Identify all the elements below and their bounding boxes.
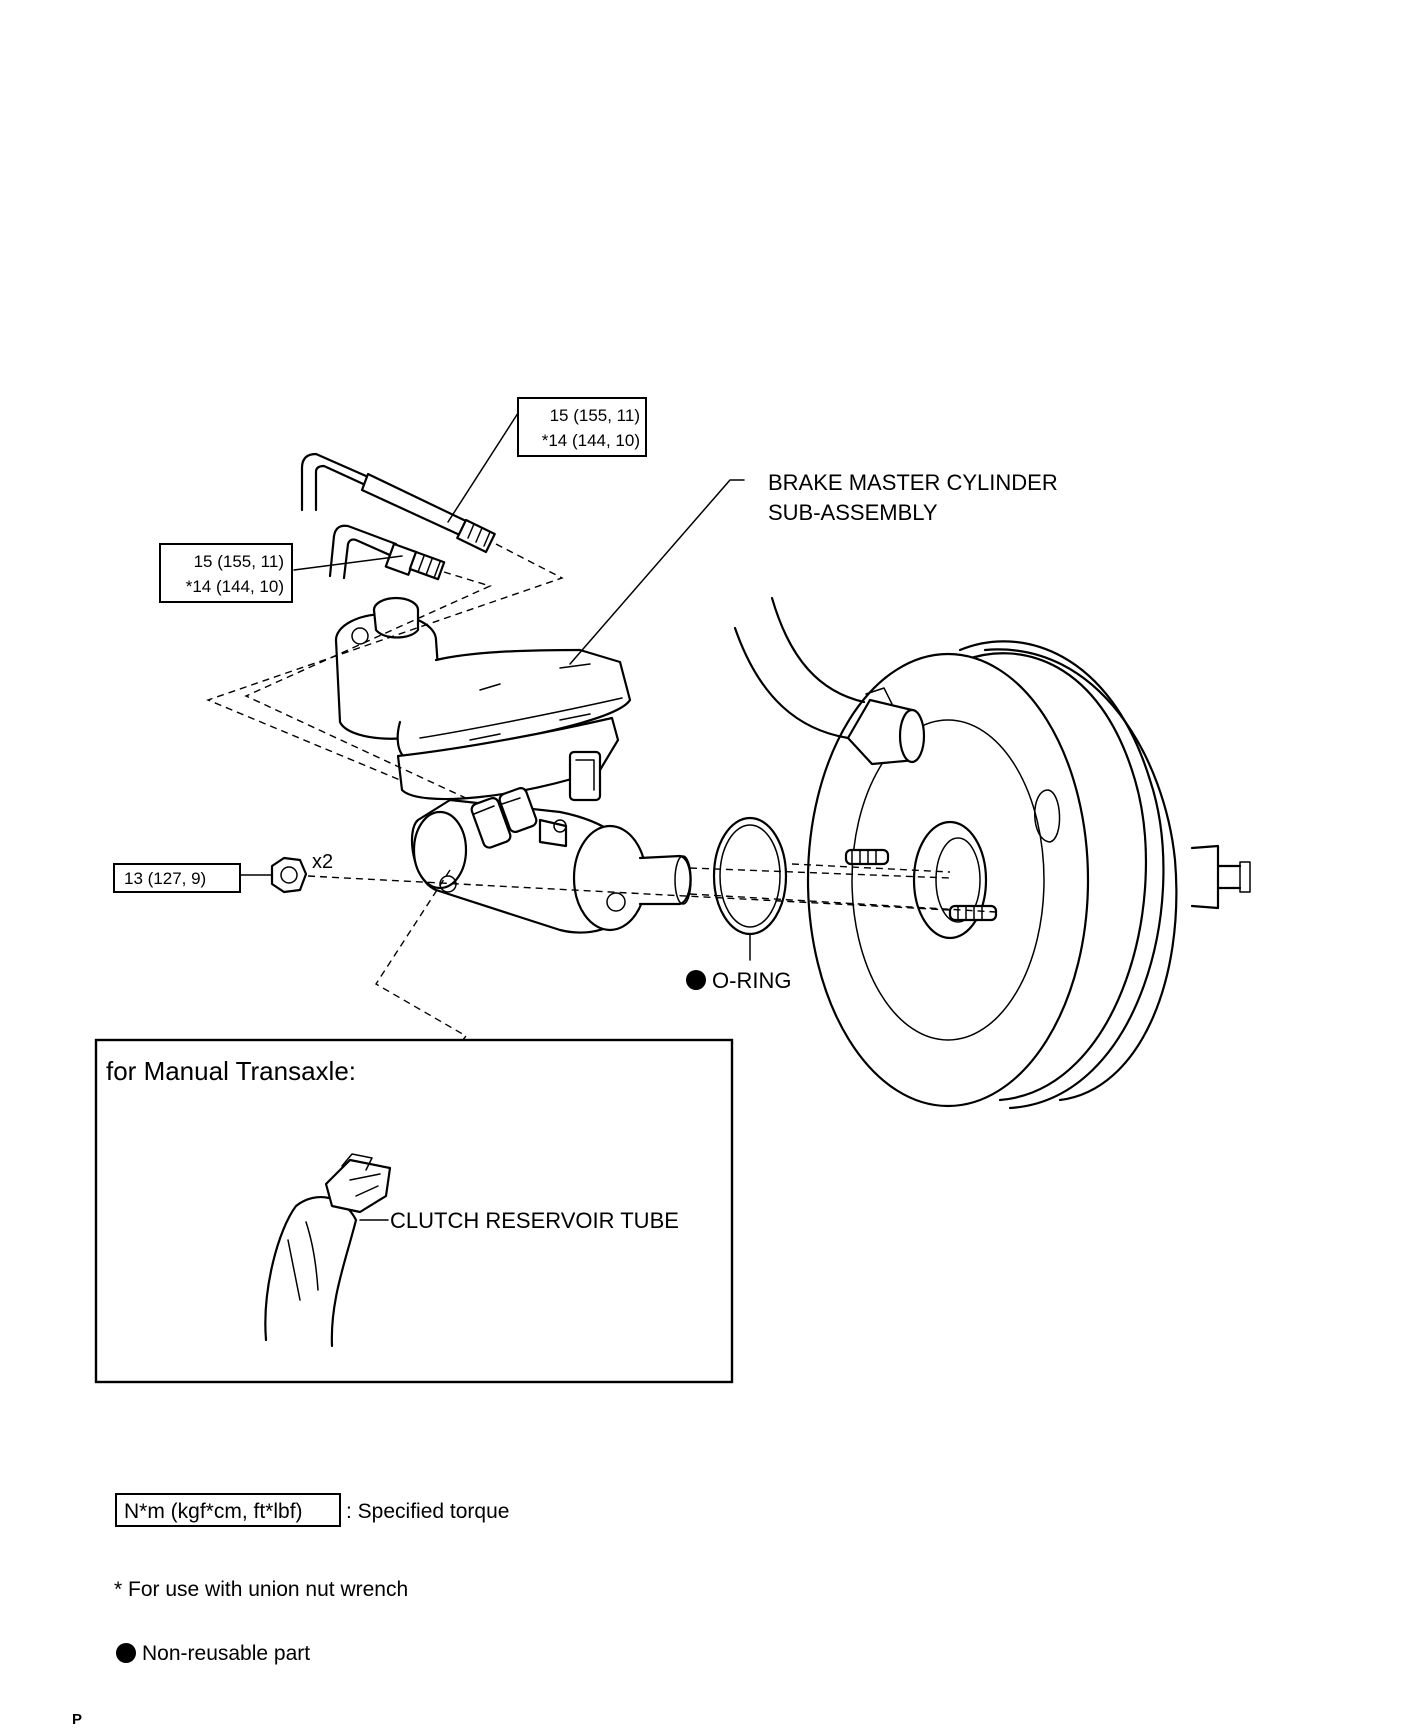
- legend: N*m (kgf*cm, ft*lbf) : Specified torque …: [114, 1493, 509, 1665]
- master-cylinder-label-line1: BRAKE MASTER CYLINDER: [768, 470, 1058, 495]
- o-ring-label: O-RING: [686, 968, 791, 993]
- o-ring-text: O-RING: [712, 968, 791, 993]
- legend-torque-format: N*m (kgf*cm, ft*lbf): [124, 1500, 303, 1523]
- upper-line-torque-alt: *14 (144, 10): [542, 431, 640, 450]
- master-cylinder-label-line2: SUB-ASSEMBLY: [768, 500, 938, 525]
- callout-nut: 13 (127, 9) x2: [113, 851, 333, 893]
- callout-lower-line: 15 (155, 11) *14 (144, 10): [159, 543, 293, 603]
- o-ring: [712, 816, 788, 936]
- legend-torque-desc: : Specified torque: [346, 1500, 509, 1523]
- nut-quantity: x2: [312, 851, 333, 873]
- nut-torque: 13 (127, 9): [124, 869, 206, 888]
- inset-title: for Manual Transaxle:: [106, 1056, 356, 1086]
- callout-upper-line: 15 (155, 11) *14 (144, 10): [517, 397, 647, 457]
- lower-line-torque-alt: *14 (144, 10): [186, 577, 284, 596]
- lower-line-torque: 15 (155, 11): [194, 552, 284, 571]
- non-reusable-bullet-icon: [686, 970, 706, 990]
- brake-lines: [300, 452, 496, 581]
- page-code: P: [72, 1711, 82, 1728]
- legend-union-note: * For use with union nut wrench: [114, 1578, 408, 1601]
- nut: [270, 856, 308, 894]
- brake-booster: [733, 596, 1251, 1110]
- leader-lines: [239, 409, 751, 961]
- non-reusable-legend-icon: [116, 1643, 136, 1663]
- clutch-tube-label: CLUTCH RESERVOIR TUBE: [390, 1208, 679, 1233]
- legend-non-reusable: Non-reusable part: [142, 1642, 310, 1665]
- upper-line-torque: 15 (155, 11): [550, 406, 640, 425]
- manual-transaxle-inset: for Manual Transaxle: CLUTCH RESERVOIR T…: [94, 1038, 734, 1384]
- master-cylinder: [334, 596, 692, 934]
